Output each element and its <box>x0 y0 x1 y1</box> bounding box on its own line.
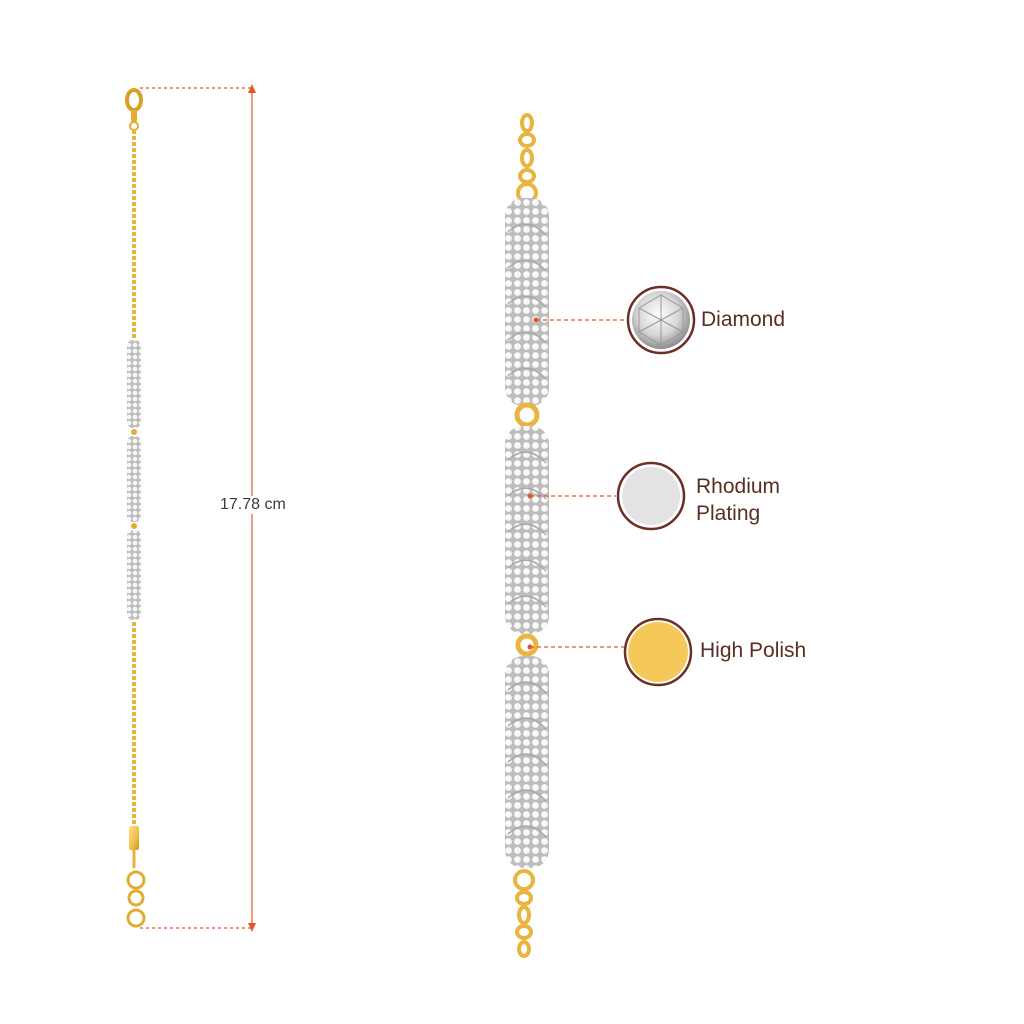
tag-bar <box>129 826 139 850</box>
polish-swatch <box>623 617 693 687</box>
arrow-up-icon <box>248 84 256 93</box>
callout-label-rhodium: Rhodium Plating <box>696 475 781 525</box>
arrow-down-icon <box>248 923 256 932</box>
extension-ring <box>126 870 146 890</box>
zoomed-bracelet <box>505 113 549 958</box>
callout-label-polish: High Polish <box>700 639 807 662</box>
callout-label-diamond: Diamond <box>701 308 786 331</box>
chain-bottom-links <box>513 869 535 958</box>
diamond-facet-icon <box>638 294 684 346</box>
pave-segment <box>127 340 141 428</box>
pave-segment <box>127 436 141 522</box>
pave-section-2 <box>505 426 549 634</box>
rhodium-swatch <box>616 461 686 531</box>
diamond-swatch <box>626 285 696 355</box>
lobster-clasp-icon <box>125 88 143 131</box>
chain-top-links <box>516 113 538 204</box>
extension-ring <box>126 908 146 928</box>
pave-segment <box>127 530 141 620</box>
connector-ring <box>515 633 539 657</box>
connector-ring <box>514 402 540 428</box>
extension-ring <box>127 889 145 907</box>
full-bracelet <box>125 88 146 928</box>
pave-section-1 <box>505 198 549 406</box>
length-label: 17.78 cm <box>218 496 288 514</box>
callout-leaders <box>530 319 624 648</box>
pave-section-3 <box>505 656 549 868</box>
